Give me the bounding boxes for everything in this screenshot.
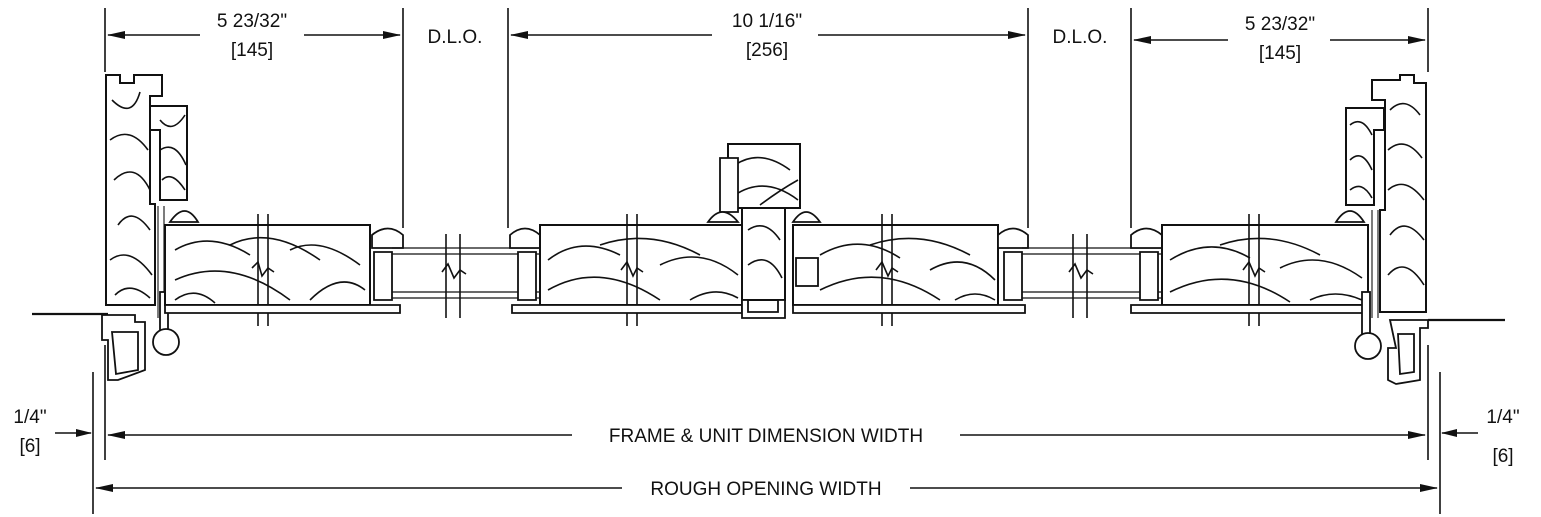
break-symbol	[1242, 260, 1266, 278]
weatherstrip-bulb	[1334, 210, 1366, 223]
left-sash-metric: [145]	[231, 40, 273, 61]
wood-grain	[819, 237, 996, 301]
arrowhead	[1408, 431, 1426, 439]
right-jamb	[1334, 74, 1429, 385]
mullion-post-wood	[741, 207, 786, 301]
left-sash-rail	[164, 304, 401, 314]
weatherstrip-bulb	[168, 210, 200, 223]
left-sash	[164, 214, 401, 326]
wood-grain	[734, 156, 799, 206]
center-imperial: 10 1/16"	[732, 11, 802, 32]
wall-lines	[32, 312, 1505, 322]
arrowhead	[1408, 36, 1426, 44]
arrowhead	[76, 429, 92, 437]
wood-grain	[547, 237, 739, 301]
wood-grain	[109, 91, 153, 299]
arrowhead	[107, 31, 125, 39]
arrowhead	[107, 431, 125, 439]
glazing-bead	[509, 227, 541, 249]
left-shim-metric: [6]	[19, 436, 40, 457]
left-glazing	[371, 227, 541, 318]
wood-grain	[174, 236, 366, 304]
arrowhead	[1441, 429, 1457, 437]
right-sash-rail	[1130, 304, 1369, 314]
glazing-bead	[1130, 227, 1163, 249]
center-mullion	[706, 143, 822, 319]
bottom-dimensions: 1/4" [6] 1/4" [6] FRAME & UNIT DIMENSION…	[13, 345, 1520, 514]
arrowhead	[1420, 484, 1438, 492]
arrowhead	[1133, 36, 1151, 44]
right-stop-wood	[1345, 107, 1385, 206]
left-sash-imperial: 5 23/32"	[217, 11, 287, 32]
left-stop-wood	[149, 105, 188, 201]
glazing-spacer	[517, 251, 537, 301]
break-symbol	[441, 262, 467, 280]
arrowhead	[95, 484, 113, 492]
mullion-cap-trim	[719, 157, 739, 213]
center-left-sash	[511, 214, 743, 326]
jamb-extrusion-inner	[111, 331, 139, 376]
hardware-ball-right	[1354, 332, 1382, 360]
center-right-rail	[792, 304, 1026, 314]
right-sash	[1130, 214, 1369, 326]
frame-unit-width-label: FRAME & UNIT DIMENSION WIDTH	[609, 426, 923, 447]
jamb-extrusion-inner	[1397, 333, 1415, 376]
wood-grain	[747, 224, 783, 279]
center-metric: [256]	[746, 40, 788, 61]
weatherstrip-bulb	[706, 211, 740, 223]
lock-block	[795, 257, 819, 287]
center-right-sash-wood	[792, 224, 999, 306]
rough-opening-width-label: ROUGH OPENING WIDTH	[650, 479, 881, 500]
wood-grain	[1349, 120, 1373, 199]
right-shim-metric: [6]	[1492, 446, 1513, 467]
arrowhead	[383, 31, 401, 39]
right-dlo-label: D.L.O.	[1053, 27, 1108, 48]
left-frame-wood	[105, 74, 163, 306]
wood-grain	[1169, 237, 1363, 303]
mullion-sill-extrusion	[741, 299, 786, 319]
right-sash-metric: [145]	[1259, 43, 1301, 64]
break-symbol	[620, 260, 644, 278]
hardware-ball-left	[152, 328, 180, 356]
left-dlo-label: D.L.O.	[428, 27, 483, 48]
arrowhead	[1008, 31, 1026, 39]
break-symbol	[1068, 262, 1094, 280]
glazing-spacer	[1003, 251, 1023, 301]
glazing-spacer	[1139, 251, 1159, 301]
weatherstrip-bulb	[791, 211, 822, 223]
glazing-bead	[997, 227, 1029, 249]
center-left-rail	[511, 304, 743, 314]
right-sash-imperial: 5 23/32"	[1245, 14, 1315, 35]
break-symbol	[251, 260, 275, 278]
center-right-sash	[792, 214, 1026, 326]
top-dimensions: 5 23/32" [145] D.L.O. 10 1/16" [256] D.L…	[104, 8, 1429, 228]
glazing-bead	[371, 227, 404, 249]
wood-grain	[159, 114, 187, 191]
right-glazing	[997, 227, 1163, 318]
left-shim-imperial: 1/4"	[13, 407, 46, 428]
left-jamb	[101, 74, 200, 381]
break-symbol	[875, 260, 899, 278]
wood-grain	[1387, 102, 1425, 286]
right-frame-wood	[1371, 74, 1427, 313]
arrowhead	[510, 31, 528, 39]
right-shim-imperial: 1/4"	[1486, 407, 1519, 428]
glazing-spacer	[373, 251, 393, 301]
